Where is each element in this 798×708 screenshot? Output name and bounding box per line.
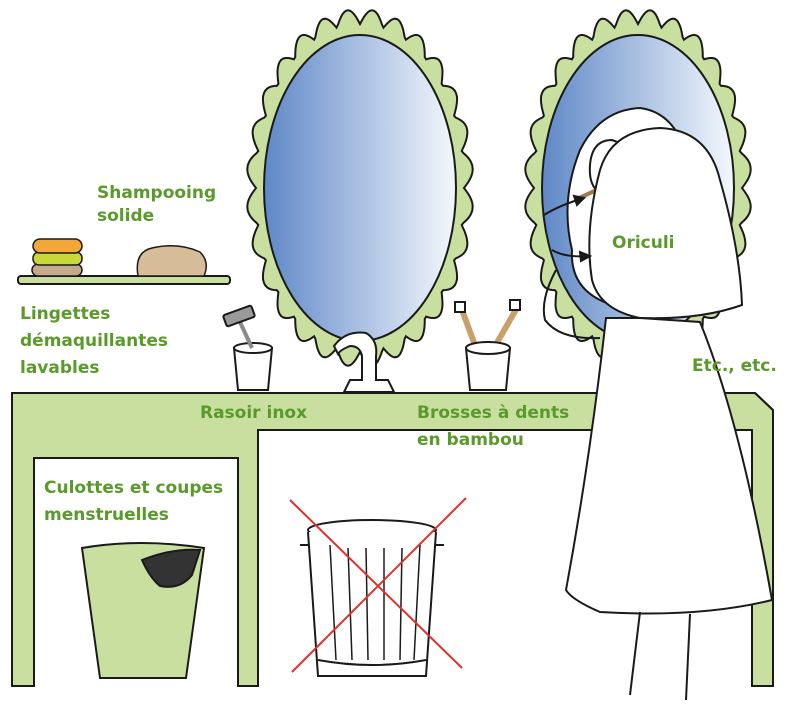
toothbrush-cup [455, 300, 520, 390]
left-mirror-glass [264, 35, 456, 341]
trash-bin-icon [300, 520, 444, 676]
label-shampooing-line1: Shampooing [97, 183, 216, 203]
label-oriculi: Oriculi [612, 233, 675, 253]
left-mirror [247, 10, 472, 365]
soap-bar-stack-icon [32, 239, 82, 276]
label-lingettes-line1: Lingettes [20, 304, 110, 324]
label-rasoir: Rasoir inox [200, 403, 307, 423]
label-lingettes-line3: lavables [20, 358, 100, 378]
label-culottes-line1: Culottes et coupes [44, 478, 223, 498]
shelf [18, 239, 230, 284]
razor-icon [223, 305, 255, 348]
label-brosses-line1: Brosses à dents [417, 403, 569, 423]
laundry-bin [82, 543, 204, 678]
toothbrush-icon [455, 300, 520, 348]
label-etc: Etc., etc. [692, 356, 777, 376]
label-shampooing-line2: solide [97, 206, 154, 226]
shampoo-bar-icon [137, 246, 206, 276]
label-brosses-line2: en bambou [417, 430, 524, 450]
label-culottes-line2: menstruelles [44, 505, 169, 525]
razor-cup [223, 305, 272, 390]
label-lingettes-line2: démaquillantes [20, 331, 168, 351]
